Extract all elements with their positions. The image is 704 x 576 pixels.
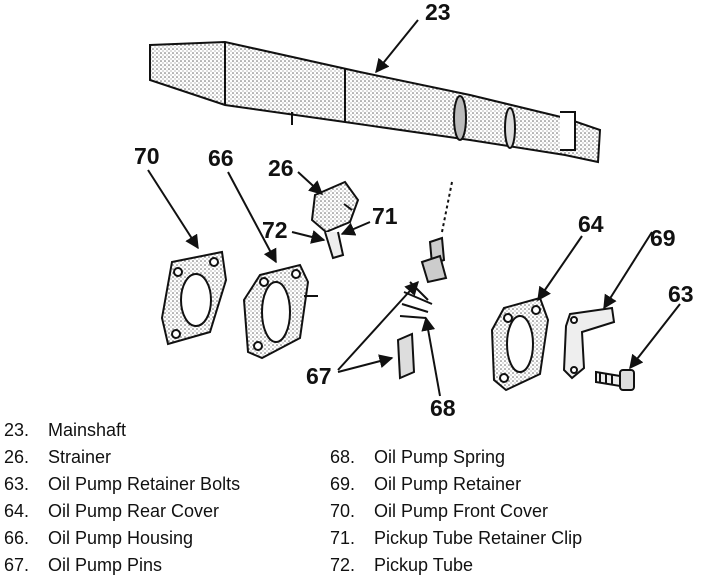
legend-item: 26. Strainer (4, 443, 240, 470)
legend-number: 70. (330, 500, 356, 521)
legend-label: Mainshaft (48, 419, 127, 440)
legend-label: Oil Pump Front Cover (374, 500, 549, 521)
callout-67: 67 (306, 363, 332, 389)
legend-number: 26. (4, 446, 30, 467)
leader-72 (291, 230, 326, 244)
legend-label: Pickup Tube Retainer Clip (374, 527, 583, 548)
legend-item: 72. Pickup Tube (330, 551, 582, 576)
bolt-part (595, 369, 635, 391)
legend-item: 23. Mainshaft (4, 416, 240, 443)
leader-67b (337, 354, 394, 373)
callout-71: 71 (372, 203, 398, 229)
legend-label: Oil Pump Housing (48, 527, 194, 548)
pins-spring-part (396, 181, 453, 380)
legend-number: 72. (330, 554, 356, 575)
leader-67a (337, 280, 419, 371)
legend-label: Pickup Tube (374, 554, 474, 575)
legend-item: 63. Oil Pump Retainer Bolts (4, 470, 240, 497)
leader-66 (227, 171, 277, 264)
legend-item: 67. Oil Pump Pins (4, 551, 240, 576)
leader-lines (147, 19, 681, 397)
legend-item: 66. Oil Pump Housing (4, 524, 240, 551)
legend-number: 69. (330, 473, 356, 494)
legend-number: 71. (330, 527, 356, 548)
callout-69: 69 (650, 225, 676, 251)
legend-number: 66. (4, 527, 30, 548)
legend-item: 70. Oil Pump Front Cover (330, 497, 582, 524)
legend-item: 68. Oil Pump Spring (330, 443, 582, 470)
retainer-part (562, 306, 616, 380)
leader-63 (629, 303, 681, 370)
leader-26 (297, 171, 324, 195)
legend-label: Oil Pump Pins (48, 554, 163, 575)
rear-cover-part (490, 296, 550, 392)
legend-label: Oil Pump Retainer Bolts (48, 473, 241, 494)
leader-71 (340, 221, 371, 236)
legend-label: Oil Pump Rear Cover (48, 500, 220, 521)
legend-item: 69. Oil Pump Retainer (330, 470, 582, 497)
callout-63: 63 (668, 281, 694, 307)
leader-23 (375, 19, 419, 74)
front-cover-part (160, 250, 228, 346)
callout-26: 26 (268, 155, 294, 181)
callout-68: 68 (430, 395, 456, 416)
legend-item: 64. Oil Pump Rear Cover (4, 497, 240, 524)
callout-23: 23 (425, 0, 451, 25)
mainshaft-part (149, 40, 602, 164)
callout-66: 66 (208, 145, 234, 171)
legend-item: 71. Pickup Tube Retainer Clip (330, 524, 582, 551)
legend-right-column: 68.Oil Pump Spring 69.Oil Pump Retainer … (330, 443, 582, 576)
legend-number: 64. (4, 500, 30, 521)
housing-part (242, 263, 318, 360)
legend-label: Oil Pump Spring (374, 446, 506, 467)
leader-64 (537, 235, 583, 302)
leader-68 (421, 316, 441, 397)
callout-64: 64 (578, 211, 604, 237)
legend-number: 68. (330, 446, 356, 467)
legend-number: 23. (4, 419, 30, 440)
callout-70: 70 (134, 143, 160, 169)
legend-label: Strainer (48, 446, 112, 467)
diagram-art: 23 70 66 26 72 71 67 68 64 69 63 (134, 0, 694, 416)
legend-left-column: 23. Mainshaft 26. Strainer 63. Oil Pump Ret… (4, 416, 240, 576)
legend-label: Oil Pump Retainer (374, 473, 522, 494)
callout-72: 72 (262, 217, 288, 243)
leader-69 (603, 231, 653, 310)
legend-number: 63. (4, 473, 30, 494)
legend-number: 67. (4, 554, 30, 575)
leader-70 (147, 169, 199, 250)
strainer-part (310, 180, 360, 260)
